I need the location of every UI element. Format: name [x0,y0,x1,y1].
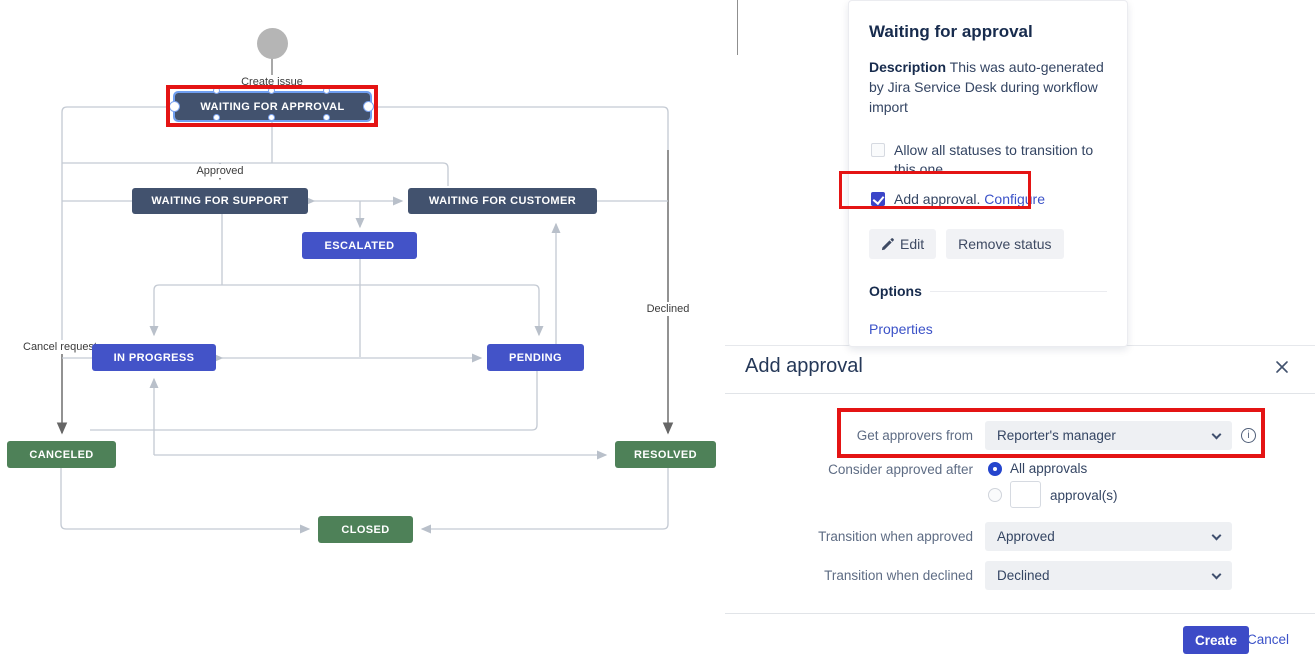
all-approvals-label: All approvals [1010,461,1088,476]
transition-label-cancel-request[interactable]: Cancel request [19,340,101,354]
all-approvals-radio[interactable] [988,462,1002,476]
status-node-escalated[interactable]: ESCALATED [302,232,417,259]
options-divider [929,290,1107,292]
status-actions: Edit Remove status [869,229,1107,259]
chevron-down-icon [1211,530,1222,541]
dialog-header-divider [725,393,1315,394]
status-node-pending[interactable]: PENDING [487,344,584,371]
status-node-waiting-for-customer[interactable]: WAITING FOR CUSTOMER [408,188,597,214]
status-node-canceled[interactable]: CANCELED [7,441,116,468]
close-icon[interactable] [1274,359,1290,375]
edit-button[interactable]: Edit [869,229,937,259]
options-section-header: Options [869,283,1107,299]
get-approvers-label: Get approvers from [856,428,973,443]
transition-declined-dropdown[interactable]: Declined [985,561,1232,590]
transition-approved-dropdown[interactable]: Approved [985,522,1232,551]
transition-label-declined[interactable]: Declined [644,302,692,316]
annotation-box-waiting-for-approval [166,85,378,127]
workflow-diagram: Create issue Approved Declined Cancel re… [7,28,716,543]
add-approval-dialog: Add approval Get approvers from Reporter… [725,345,1315,660]
annotation-box-get-approvers [837,408,1265,458]
dialog-title: Add approval [745,355,863,377]
selection-handle[interactable] [213,114,220,121]
add-approval-checkbox[interactable] [871,192,885,206]
chevron-down-icon [1211,569,1222,580]
start-node[interactable] [257,28,288,59]
selection-handle[interactable] [323,114,330,121]
selection-handle[interactable] [363,101,374,112]
options-label: Options [869,283,922,299]
consider-approved-label: Consider approved after [828,462,973,477]
description-text: This was auto-generated by Jira Service … [869,59,1104,115]
popup-title: Waiting for approval [869,22,1033,41]
allow-all-checkbox[interactable] [871,143,885,157]
dialog-footer-divider [725,613,1315,614]
pencil-icon [881,237,894,250]
workflow-connectors [56,58,674,534]
status-node-waiting-for-support[interactable]: WAITING FOR SUPPORT [132,188,308,214]
properties-link[interactable]: Properties [869,321,933,337]
approval-count-radio[interactable] [988,488,1002,502]
selection-handle[interactable] [268,114,275,121]
annotation-box-add-approval-checkbox [839,171,1031,209]
create-button[interactable]: Create [1183,626,1250,654]
transition-declined-label: Transition when declined [824,568,973,583]
get-approvers-dropdown[interactable]: Reporter's manager [985,421,1232,450]
approval-count-input[interactable] [1010,481,1041,508]
approval-count-suffix: approval(s) [1050,488,1118,503]
description-label: Description [869,59,947,75]
remove-status-button[interactable]: Remove status [946,229,1064,259]
status-node-in-progress[interactable]: IN PROGRESS [92,344,216,371]
cancel-link[interactable]: Cancel [1247,632,1290,647]
status-description: Description This was auto-generated by J… [869,57,1115,117]
screenshot-seam-line [737,0,738,55]
info-icon[interactable] [1241,428,1256,443]
status-node-resolved[interactable]: RESOLVED [615,441,716,468]
transition-label-approved[interactable]: Approved [191,164,249,178]
status-node-closed[interactable]: CLOSED [318,516,413,543]
transition-approved-label: Transition when approved [818,529,973,544]
